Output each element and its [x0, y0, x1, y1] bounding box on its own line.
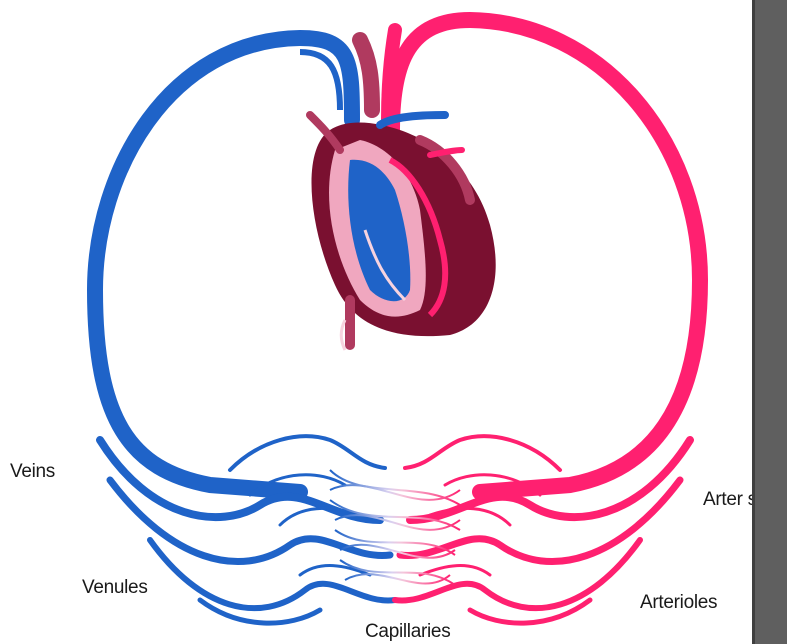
right-gray-panel [752, 0, 787, 644]
vein-inner-edge [300, 52, 340, 110]
label-arteries: Arter s [703, 489, 757, 510]
vein-main-loop [95, 38, 352, 492]
right-panel-edge [752, 0, 755, 644]
label-capillaries: Capillaries [365, 621, 450, 642]
label-venules: Venules [82, 577, 148, 598]
label-veins: Veins [10, 461, 55, 482]
label-arterioles: Arterioles [640, 592, 717, 613]
